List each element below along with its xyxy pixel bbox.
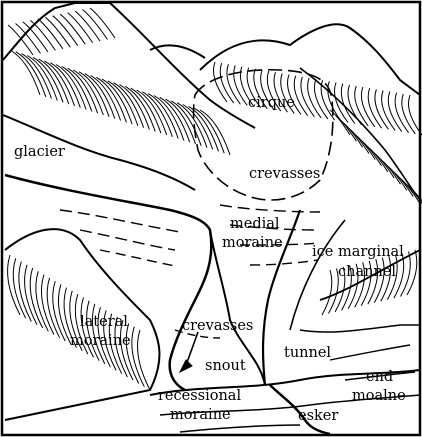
label-tunnel: tunnel xyxy=(284,345,331,361)
label-glacier: glacier xyxy=(14,144,65,160)
label-medial-moraine-1: medial xyxy=(230,216,280,232)
label-lateral-moraine-2: moraine xyxy=(70,333,131,349)
label-ice-marginal-1: ice marginal xyxy=(312,244,404,260)
label-snout: snout xyxy=(205,358,246,374)
label-end-moraine-2: moalne xyxy=(352,388,406,404)
label-esker: esker xyxy=(298,408,338,424)
label-medial-moraine-2: moraine xyxy=(222,235,283,251)
label-crevasses-lower: crevasses xyxy=(182,318,253,334)
label-end-moraine-1: end xyxy=(366,369,393,385)
label-recessional-moraine-1: recessional xyxy=(158,388,241,404)
label-lateral-moraine-1: lateral xyxy=(80,314,128,330)
label-crevasses-upper: crevasses xyxy=(249,166,320,182)
label-ice-marginal-2: channel xyxy=(338,264,396,280)
label-cirque: cirque xyxy=(248,95,295,111)
label-recessional-moraine-2: moraine xyxy=(170,407,231,423)
